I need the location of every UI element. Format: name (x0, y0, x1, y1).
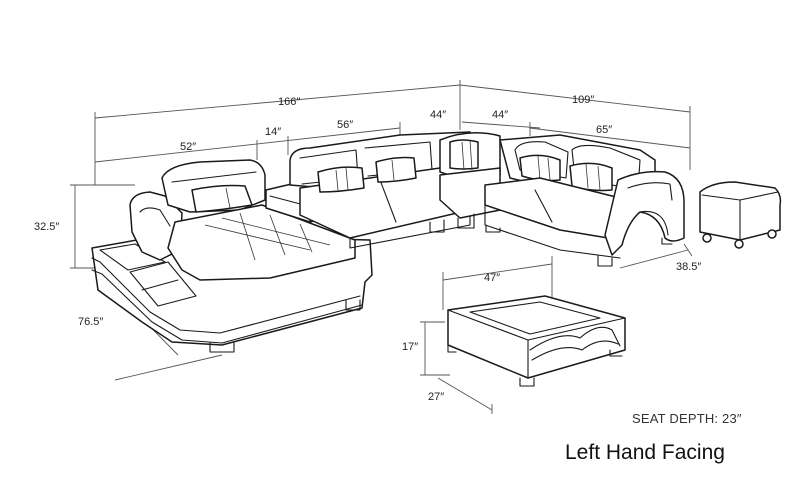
dim-chaise-depth: 76.5″ (78, 316, 103, 328)
dim-right-depth: 38.5″ (676, 261, 701, 273)
dim-corner-width-right: 44″ (492, 109, 508, 121)
seat-depth-note: SEAT DEPTH: 23″ (632, 411, 742, 426)
dimension-lines (70, 80, 693, 414)
sectional-sofa (91, 131, 685, 353)
dim-middle-width: 56″ (337, 119, 353, 131)
orientation-label: Left Hand Facing (565, 441, 725, 464)
ottoman (699, 181, 782, 249)
dim-console-width: 14″ (265, 126, 281, 138)
coffee-table (447, 295, 626, 387)
dim-table-depth: 27″ (428, 391, 444, 403)
dim-table-height: 17″ (402, 341, 418, 353)
dim-right-width: 109″ (572, 94, 594, 106)
dim-corner-width-left: 44″ (430, 109, 446, 121)
dim-table-width: 47″ (484, 272, 500, 284)
dim-right-section-width: 65″ (596, 124, 612, 136)
dim-height: 32.5″ (34, 221, 59, 233)
dim-overall-width: 166″ (278, 96, 300, 108)
dim-chaise-width: 52″ (180, 141, 196, 153)
